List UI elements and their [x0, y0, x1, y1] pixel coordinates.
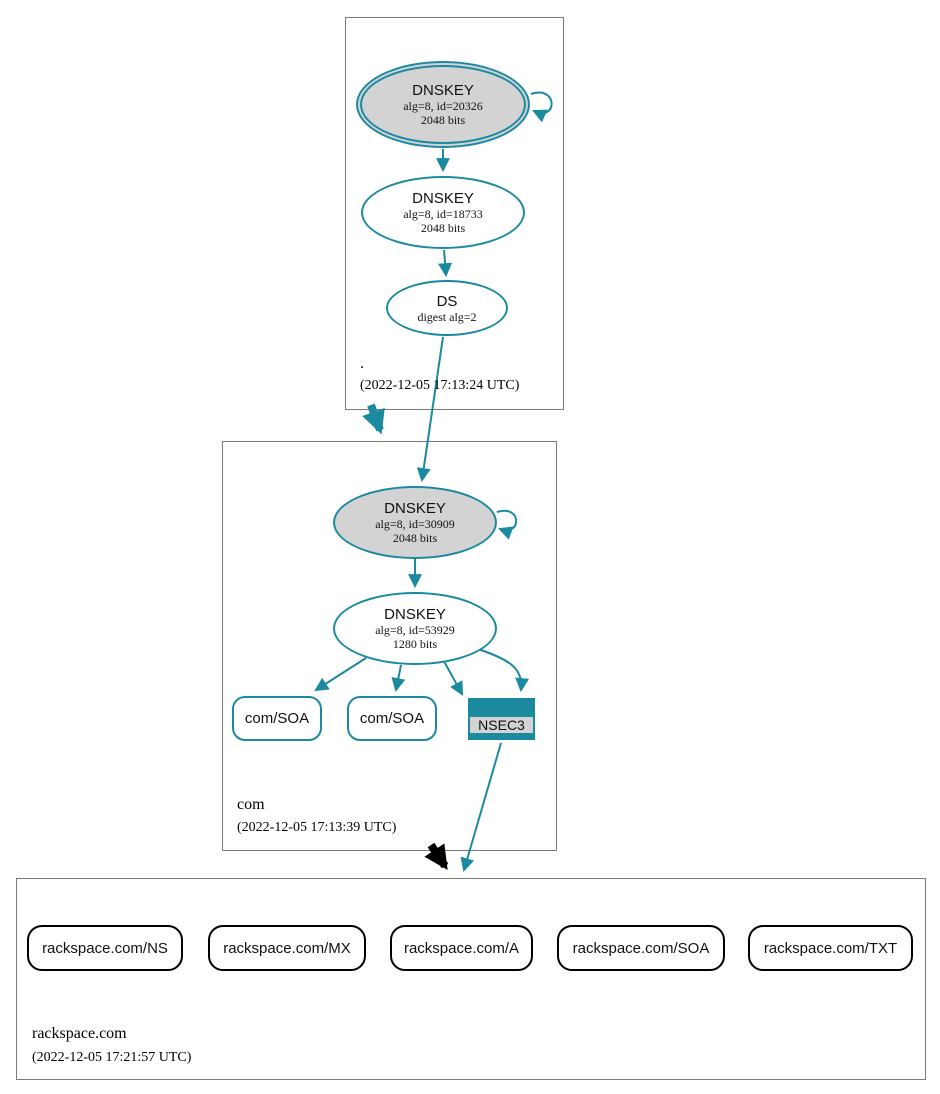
dnskey-com-zsk-bits: 1280 bits	[392, 637, 438, 651]
dnskey-com-ksk-title: DNSKEY	[384, 500, 446, 517]
dnskey-root-ksk-alg: alg=8, id=20326	[403, 99, 483, 113]
ds-root-title: DS	[436, 292, 458, 310]
dnskey-root-zsk-alg: alg=8, id=18733	[403, 207, 483, 221]
dnskey-com-zsk[interactable]: DNSKEY alg=8, id=53929 1280 bits	[333, 592, 497, 665]
rrset-rackspace-ns-label: rackspace.com/NS	[42, 939, 168, 957]
zone-timestamp-rackspace: (2022-12-05 17:21:57 UTC)	[32, 1050, 192, 1065]
rrset-rackspace-soa-label: rackspace.com/SOA	[572, 939, 710, 957]
rrset-rackspace-mx-label: rackspace.com/MX	[223, 939, 351, 957]
dnskey-root-zsk-bits: 2048 bits	[420, 221, 466, 235]
dnskey-com-zsk-alg: alg=8, id=53929	[375, 623, 455, 637]
zone-name-rackspace: rackspace.com	[32, 1025, 127, 1042]
zone-box-rackspace	[16, 878, 926, 1080]
dnskey-root-zsk[interactable]: DNSKEY alg=8, id=18733 2048 bits	[361, 176, 525, 249]
zone-box-com	[222, 441, 557, 851]
ds-root[interactable]: DS digest alg=2	[386, 280, 508, 336]
zone-name-root: .	[360, 355, 364, 372]
zone-timestamp-com: (2022-12-05 17:13:39 UTC)	[237, 820, 397, 835]
rrset-com-soa-1-label: com/SOA	[244, 710, 310, 727]
nsec3-node[interactable]: NSEC3	[468, 698, 535, 740]
rrset-rackspace-mx[interactable]: rackspace.com/MX	[208, 925, 366, 971]
nsec3-label: NSEC3	[470, 717, 533, 733]
rrset-com-soa-2[interactable]: com/SOA	[347, 696, 437, 741]
rrset-rackspace-txt[interactable]: rackspace.com/TXT	[748, 925, 913, 971]
zone-timestamp-root: (2022-12-05 17:13:24 UTC)	[360, 378, 520, 393]
rrset-com-soa-1[interactable]: com/SOA	[232, 696, 322, 741]
rrset-com-soa-2-label: com/SOA	[359, 710, 425, 727]
rrset-rackspace-soa[interactable]: rackspace.com/SOA	[557, 925, 725, 971]
dnskey-com-ksk-alg: alg=8, id=30909	[375, 517, 455, 531]
zone-name-com: com	[237, 796, 265, 813]
dnskey-root-zsk-title: DNSKEY	[412, 190, 474, 207]
rrset-rackspace-txt-label: rackspace.com/TXT	[763, 939, 898, 957]
dnskey-root-ksk[interactable]: DNSKEY alg=8, id=20326 2048 bits	[356, 61, 530, 148]
dnskey-root-ksk-bits: 2048 bits	[420, 113, 466, 127]
ds-root-digest: digest alg=2	[417, 309, 477, 324]
dnskey-com-zsk-title: DNSKEY	[384, 606, 446, 623]
dnskey-root-ksk-title: DNSKEY	[412, 82, 474, 99]
rrset-rackspace-a[interactable]: rackspace.com/A	[390, 925, 533, 971]
dnskey-com-ksk-bits: 2048 bits	[392, 531, 438, 545]
rrset-rackspace-ns[interactable]: rackspace.com/NS	[27, 925, 183, 971]
dnskey-com-ksk[interactable]: DNSKEY alg=8, id=30909 2048 bits	[333, 486, 497, 559]
zone-box-root	[345, 17, 564, 410]
rrset-rackspace-a-label: rackspace.com/A	[403, 939, 520, 957]
